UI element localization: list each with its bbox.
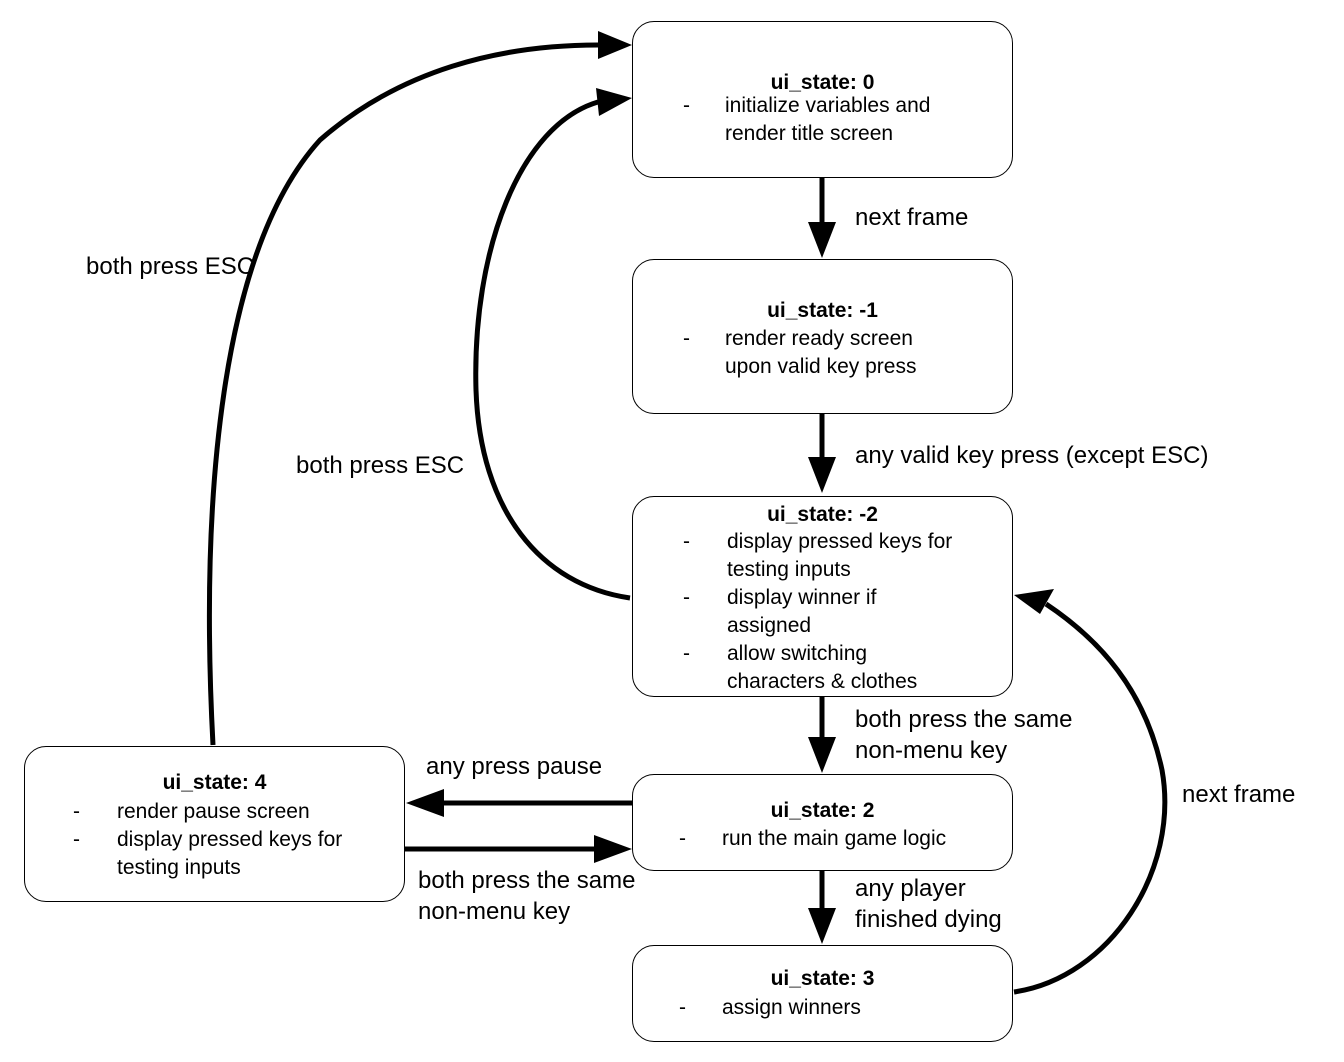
bullet-dash: - — [679, 996, 686, 1019]
arrowhead — [598, 31, 632, 59]
state-node-2: ui_state: 2 - run the main game logic — [632, 774, 1013, 871]
arrowhead — [594, 835, 632, 863]
item-text: allow switching characters & clothes — [727, 642, 918, 693]
bullet-dash: - — [679, 827, 686, 850]
list-item: - assign winners — [633, 994, 1012, 1022]
bullet-dash: - — [73, 828, 80, 851]
list-item: - render pause screen — [25, 798, 404, 826]
arrowhead — [808, 222, 836, 258]
state-title: ui_state: 3 — [770, 967, 875, 990]
state-node-4: ui_state: 4 - render pause screen - displa… — [24, 746, 405, 902]
arrowhead — [808, 457, 836, 493]
state-title: ui_state: 4 — [162, 771, 267, 794]
bullet-dash: - — [683, 586, 690, 609]
edge-label-resume: both press the same non-menu key — [418, 867, 636, 925]
arrowhead — [808, 737, 836, 773]
item-text: display pressed keys for testing inputs — [727, 530, 953, 581]
edge-label-press-pause: any press pause — [426, 753, 603, 780]
item-text: display winner if assigned — [727, 586, 877, 637]
state-title: ui_state: 0 — [770, 71, 875, 94]
item-text: display pressed keys for testing inputs — [117, 828, 343, 879]
edge-label-next-frame-loop: next frame — [1182, 781, 1296, 808]
edge-3-to-minus2 — [1013, 601, 1168, 995]
list-item: - display pressed keys for testing inputs — [633, 528, 1012, 584]
edge-label-player-dying: any player finished dying — [855, 875, 1002, 933]
state-items: - assign winners — [633, 994, 1012, 1022]
state-items: - initialize variables and render title s… — [633, 92, 1012, 148]
item-text: initialize variables and render title sc… — [725, 94, 931, 145]
list-item: - render ready screen upon valid key pres… — [633, 325, 1012, 381]
state-title: ui_state: 2 — [770, 799, 875, 822]
state-items: - render pause screen - display pressed ke… — [25, 798, 404, 882]
item-text: assign winners — [722, 996, 861, 1019]
edge-label-any-valid-key: any valid key press (except ESC) — [855, 442, 1209, 469]
bullet-dash: - — [683, 530, 690, 553]
bullet-dash: - — [73, 800, 80, 823]
state-items: - run the main game logic — [633, 825, 1012, 853]
item-text: render ready screen upon valid key press — [725, 327, 917, 378]
bullet-dash: - — [683, 327, 690, 350]
bullet-dash: - — [683, 94, 690, 117]
edge-4-to-0 — [206, 42, 599, 746]
state-node-minus2: ui_state: -2 - display pressed keys for t… — [632, 496, 1013, 697]
state-items: - display pressed keys for testing inputs… — [633, 528, 1012, 696]
list-item: - allow switching characters & clothes — [633, 640, 1012, 696]
state-node-minus1: ui_state: -1 - render ready screen upon v… — [632, 259, 1013, 414]
edge-label-next-frame: next frame — [855, 204, 969, 231]
list-item: - display pressed keys for testing inputs — [25, 826, 404, 882]
item-text: run the main game logic — [722, 827, 947, 850]
list-item: - display winner if assigned — [633, 584, 1012, 640]
state-items: - render ready screen upon valid key pres… — [633, 325, 1012, 381]
arrowhead — [808, 908, 836, 944]
bullet-dash: - — [683, 642, 690, 665]
state-title: ui_state: -1 — [767, 299, 878, 322]
item-text: render pause screen — [117, 800, 310, 823]
edge-label-esc-from-4: both press ESC — [86, 253, 255, 280]
arrowhead — [596, 88, 632, 116]
state-node-3: ui_state: 3 - assign winners — [632, 945, 1013, 1042]
edge-label-both-press-same: both press the same non-menu key — [855, 706, 1073, 764]
list-item: - initialize variables and render title s… — [633, 92, 1012, 148]
edge-label-esc-from-minus2: both press ESC — [296, 452, 465, 479]
state-node-0: ui_state: 0 - initialize variables and re… — [632, 21, 1013, 178]
arrowhead — [406, 789, 444, 817]
arrowhead — [1014, 589, 1054, 614]
list-item: - run the main game logic — [633, 825, 1012, 853]
state-title: ui_state: -2 — [767, 503, 878, 526]
edge-minus2-to-0 — [473, 99, 631, 601]
